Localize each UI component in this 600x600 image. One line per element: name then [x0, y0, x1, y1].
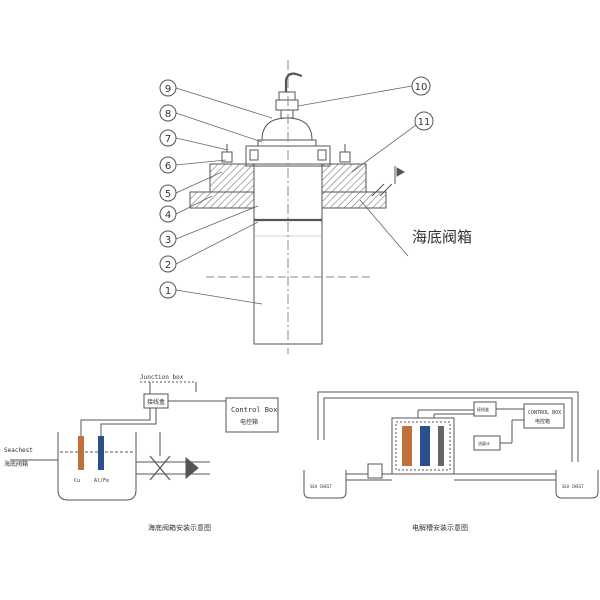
callout-6: 6	[159, 156, 177, 174]
svg-text:9: 9	[165, 84, 171, 95]
seachest-en: Seachest	[4, 447, 33, 454]
callout-8: 8	[159, 104, 177, 122]
callout-4: 4	[159, 205, 177, 223]
svg-text:1: 1	[165, 286, 171, 297]
control-box-right-cn: 电控箱	[535, 418, 550, 425]
callout-2: 2	[159, 255, 177, 273]
svg-text:6: 6	[165, 161, 171, 172]
callout-11: 11	[414, 111, 434, 131]
callout-9: 9	[159, 79, 177, 97]
callout-5: 5	[159, 184, 177, 202]
svg-text:8: 8	[165, 109, 171, 120]
right-valve-label: SEA CHEST	[562, 484, 584, 489]
bottom-left-caption: 海底阀箱安装示意图	[148, 523, 211, 532]
control-box-en: Control Box	[231, 406, 277, 414]
callout-1: 1	[159, 281, 177, 299]
bolt-right-outer	[339, 144, 351, 163]
svg-text:10: 10	[415, 82, 428, 93]
svg-text:2: 2	[165, 260, 171, 271]
svg-text:4: 4	[165, 210, 171, 221]
sea-chest-label: 海底阀箱	[412, 228, 472, 246]
top-assembly	[189, 60, 406, 354]
control-box-cn: 电控箱	[240, 418, 258, 426]
electrolyzer-iron-electrode	[420, 426, 430, 466]
bottom-right-diagram	[303, 391, 599, 499]
callout-10: 10	[411, 76, 431, 96]
junction-box-small-label: 接线盒	[477, 406, 489, 412]
junction-box-cn: 接线盒	[147, 398, 165, 406]
callout-3: 3	[159, 230, 177, 248]
control-box-right-en: CONTROL BOX	[528, 410, 561, 416]
svg-text:11: 11	[418, 117, 431, 128]
callout-leaders	[175, 85, 417, 305]
electrode-al-label: Al/Fe	[94, 478, 109, 484]
copper-electrode	[78, 436, 84, 470]
electrode-cu-label: Cu	[74, 478, 80, 484]
electrolyzer-copper-electrode	[402, 426, 412, 466]
bolt-left-outer	[221, 144, 233, 163]
seachest-cn: 海底阀箱	[4, 460, 28, 468]
callout-7: 7	[159, 129, 177, 147]
electrolyzer-electrode-3	[438, 426, 444, 466]
junction-box-en: Junction box	[140, 374, 184, 381]
svg-text:3: 3	[165, 235, 171, 246]
iron-electrode	[98, 436, 104, 470]
bottom-left-diagram	[10, 381, 279, 501]
bottom-right-caption: 电解槽安装示意图	[412, 523, 468, 532]
svg-text:7: 7	[165, 134, 171, 145]
svg-text:5: 5	[165, 189, 171, 200]
left-valve-label: SEA CHEST	[310, 484, 332, 489]
callout-circles: 1 2 3 4 5 6 7 8 9 10 11	[159, 76, 434, 299]
pump-label: 流量计	[478, 440, 490, 446]
